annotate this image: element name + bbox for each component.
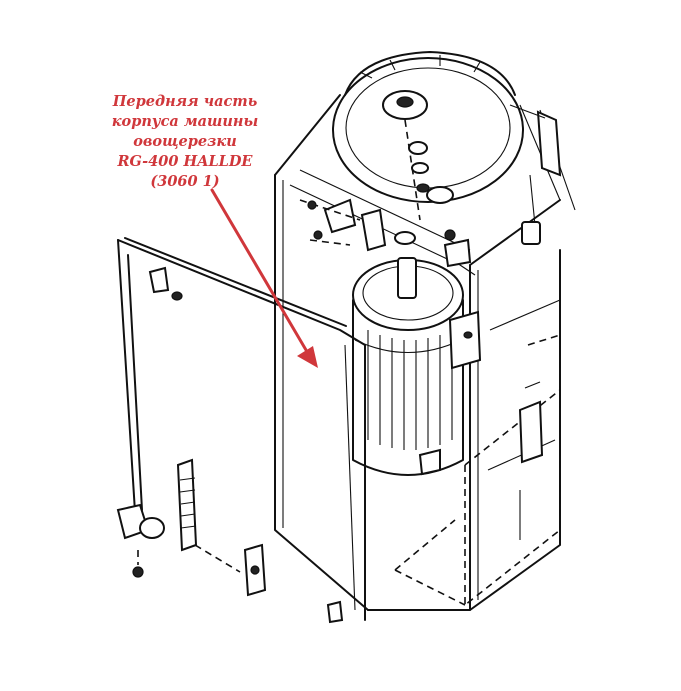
lower-panel — [394, 333, 561, 606]
motor — [352, 257, 482, 476]
red-arrow-icon — [210, 188, 318, 368]
part-caption: Передняя часть корпуса машины овощерезки… — [100, 92, 270, 192]
mounting-brackets — [299, 198, 476, 276]
latch-assembly — [116, 458, 344, 624]
caption-line-2: корпуса машины — [111, 113, 259, 130]
hub-fasteners — [394, 119, 454, 245]
side-clip — [509, 104, 562, 245]
caption-line-4: RG-400 HALLDE — [117, 153, 253, 170]
front-door-frame — [117, 237, 366, 621]
caption-line-1: Передняя часть — [112, 93, 258, 110]
caption-line-3: овощерезки — [133, 133, 237, 150]
bowl-ring — [332, 51, 524, 203]
caption-line-5: (3060 1) — [150, 173, 220, 190]
